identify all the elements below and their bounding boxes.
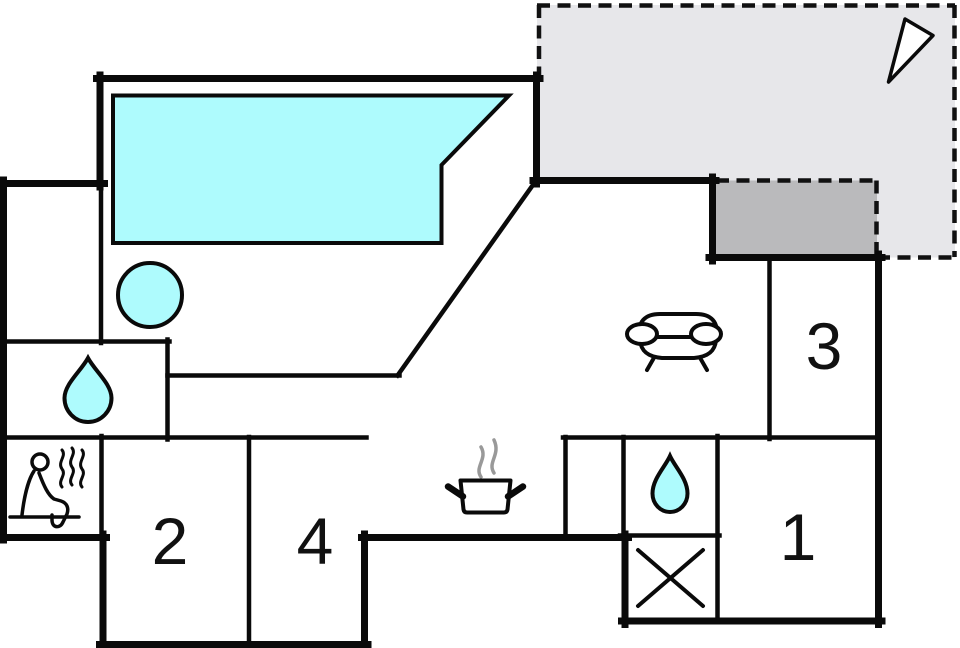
sauna-person-leg <box>37 471 70 529</box>
wall-diagonal <box>394 178 539 379</box>
stove-steam-line <box>477 445 485 479</box>
x-mark-line <box>636 548 705 608</box>
sauna-person-head <box>30 452 50 472</box>
sauna-person-back <box>20 469 36 517</box>
stove-steam-line <box>490 438 498 475</box>
sofa-armrest <box>689 322 723 346</box>
water-drop-icon-right-bathroom <box>650 451 690 514</box>
sauna-steam-line <box>69 446 75 487</box>
terrace-covered-area <box>716 180 877 258</box>
stove-pot <box>458 478 513 515</box>
swimming-pool-icon <box>111 93 514 245</box>
x-mark-icon <box>636 548 705 608</box>
room-label-3: 3 <box>806 309 843 383</box>
sauna-steam-line <box>59 448 65 489</box>
stove-icon <box>444 438 527 515</box>
sofa-icon <box>625 312 723 372</box>
stove-handle-left <box>444 483 467 500</box>
hot-tub-icon <box>116 261 184 329</box>
interior-walls <box>0 178 881 647</box>
room-label-1: 1 <box>780 500 817 574</box>
north-arrow-icon <box>886 17 935 84</box>
stove-handle-right <box>504 483 527 500</box>
sauna-icon <box>8 446 85 529</box>
room-label-2: 2 <box>152 504 189 578</box>
terrace-area <box>536 3 957 260</box>
sofa-armrest <box>625 322 659 346</box>
sauna-steam-line <box>79 448 85 489</box>
water-drop-icon-left-bathroom <box>62 353 114 424</box>
room-label-4: 4 <box>297 504 334 578</box>
